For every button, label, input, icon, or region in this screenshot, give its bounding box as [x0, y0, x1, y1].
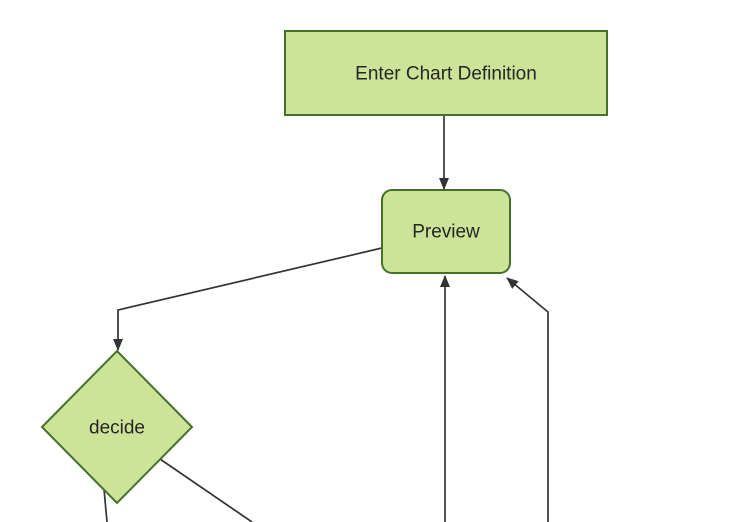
edge-preview-to-decide — [113, 247, 383, 351]
node-preview-shape — [381, 189, 511, 274]
edge-decide-to-offscreen-bottom-left — [103, 488, 108, 522]
edge-decide-to-offscreen-bottom-right — [159, 458, 253, 522]
node-enter-chart-definition-label: Enter Chart Definition — [355, 64, 537, 85]
edge-layer — [103, 115, 549, 522]
edge-offscreen-bottom-right-to-preview — [506, 277, 549, 522]
node-decide: decide — [40, 349, 194, 505]
node-enter-chart-definition-shape — [284, 30, 608, 116]
node-decide-label: decide — [89, 418, 145, 439]
node-preview: Preview — [381, 189, 511, 274]
node-decide-shape — [40, 349, 194, 505]
node-preview-label: Preview — [412, 222, 480, 243]
node-enter-chart-definition: Enter Chart Definition — [284, 30, 608, 116]
